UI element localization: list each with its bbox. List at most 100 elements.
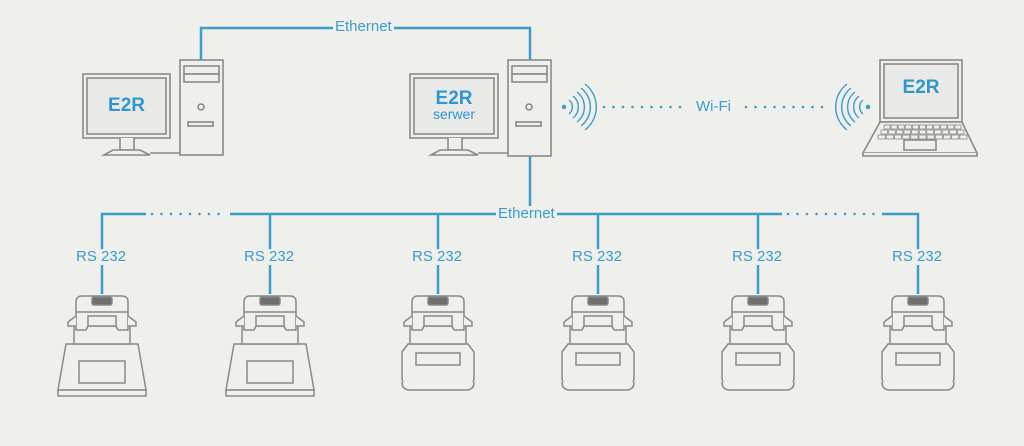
link-dot	[217, 212, 220, 216]
key	[954, 124, 962, 130]
server[interactable]	[409, 59, 552, 157]
lid-window	[427, 296, 449, 306]
link-dot	[150, 212, 154, 216]
link-dot	[843, 212, 847, 216]
workstation-screen-label: E2R	[108, 95, 145, 116]
wifi-signal-icon-right	[834, 83, 871, 131]
link-dot	[207, 212, 211, 216]
key	[941, 129, 950, 135]
link-dot	[754, 105, 757, 109]
moisture-analyzer-3[interactable]	[401, 295, 475, 391]
moisture-analyzer-2[interactable]	[225, 295, 315, 397]
link-dot	[188, 212, 192, 216]
key	[926, 134, 935, 140]
link-dot	[678, 105, 682, 109]
device-display	[423, 315, 453, 327]
link-dot	[198, 212, 201, 216]
link-dot	[640, 105, 644, 109]
link-dot	[796, 212, 799, 216]
laptop-screen-label: E2R	[902, 77, 940, 98]
moisture-analyzer-4[interactable]	[561, 295, 635, 391]
key	[903, 129, 911, 135]
device-display	[583, 315, 613, 327]
moisture-analyzer-1[interactable]	[57, 295, 147, 397]
link-dot	[872, 212, 875, 216]
link-dot	[160, 212, 163, 216]
key	[926, 129, 934, 135]
lid-window	[907, 296, 929, 306]
link-dot	[650, 105, 653, 109]
link-dot	[811, 105, 814, 109]
key	[926, 124, 934, 130]
key	[911, 124, 919, 130]
key	[951, 134, 960, 140]
key	[897, 124, 905, 130]
link-dot	[612, 105, 615, 109]
dotted-links	[150, 105, 875, 216]
link-dot	[782, 105, 786, 109]
bus-right-end	[882, 212, 920, 250]
key	[883, 124, 891, 130]
key	[959, 134, 968, 140]
link-dot	[792, 105, 795, 109]
moisture-analyzer-6[interactable]	[881, 295, 955, 391]
key	[902, 134, 911, 140]
key	[956, 129, 965, 135]
device-6-connection-label: RS 232	[890, 248, 945, 265]
lid-window	[747, 296, 769, 306]
link-dot	[744, 105, 748, 109]
device-3-connection-label: RS 232	[410, 248, 465, 265]
laptop[interactable]	[861, 59, 979, 157]
link-dot	[179, 212, 182, 216]
key	[934, 134, 943, 140]
moisture-analyzer-5[interactable]	[721, 295, 795, 391]
server-screen-label: E2R	[435, 88, 473, 109]
lid-window	[587, 296, 609, 306]
link-dot	[602, 105, 606, 109]
key	[919, 124, 926, 130]
key	[895, 129, 904, 135]
device-display	[255, 315, 285, 327]
link-dot	[786, 212, 790, 216]
link-dot	[820, 105, 824, 109]
key	[893, 134, 902, 140]
device-drops-lower	[100, 264, 920, 294]
device-2-connection-label: RS 232	[242, 248, 297, 265]
link-dot	[631, 105, 634, 109]
link-dot	[805, 212, 809, 216]
key	[911, 129, 919, 135]
key	[943, 134, 952, 140]
key	[910, 134, 919, 140]
device-display	[743, 315, 773, 327]
link-dot	[853, 212, 856, 216]
link-dot	[773, 105, 776, 109]
link-dot	[801, 105, 805, 109]
key	[918, 129, 927, 135]
link-dot	[824, 212, 828, 216]
key	[940, 124, 948, 130]
key	[885, 134, 894, 140]
top-ethernet-label: Ethernet	[333, 18, 394, 35]
lid-window	[91, 296, 113, 306]
lid-window	[259, 296, 281, 306]
key	[888, 129, 896, 135]
device-display	[903, 315, 933, 327]
device-5-connection-label: RS 232	[730, 248, 785, 265]
bottom-ethernet-label: Ethernet	[496, 205, 557, 222]
key	[949, 129, 957, 135]
link-dot	[659, 105, 663, 109]
link-dot	[834, 212, 837, 216]
device-1-connection-label: RS 232	[74, 248, 129, 265]
bus-left-end	[100, 212, 146, 250]
workstation[interactable]	[82, 59, 224, 156]
link-dot	[815, 212, 818, 216]
link-dot	[669, 105, 672, 109]
wifi-signal-icon-left	[561, 83, 598, 131]
key	[918, 134, 927, 140]
key	[880, 129, 889, 135]
key	[890, 124, 898, 130]
device-display	[87, 315, 117, 327]
device-drops	[268, 214, 760, 250]
